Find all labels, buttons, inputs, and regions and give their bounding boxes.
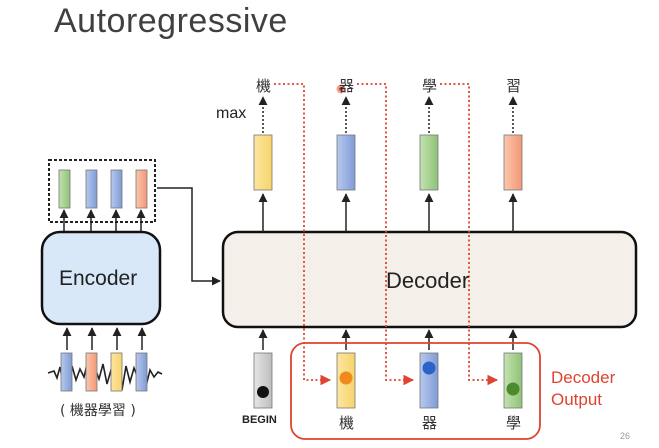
begin-label: BEGIN xyxy=(242,414,277,426)
output-distribution-2 xyxy=(336,134,356,191)
input-token-3 xyxy=(503,352,523,409)
encoder-input-vector-1 xyxy=(60,352,73,392)
bottom-input-char-2: 器 xyxy=(422,414,438,432)
top-output-char-3: 學 xyxy=(422,77,438,95)
encoder-block xyxy=(40,230,162,326)
max-label: max xyxy=(216,105,247,122)
output-distribution-4 xyxy=(503,134,523,191)
encoder-output-vector-2 xyxy=(85,169,98,209)
begin-token xyxy=(253,352,273,409)
encoder-input-vector-2 xyxy=(85,352,98,392)
top-output-char-2: 器 xyxy=(339,77,355,95)
page-number: 26 xyxy=(620,431,631,441)
feedback-arrow-1 xyxy=(274,83,332,386)
encoder-input-text: ( 機器學習 ) xyxy=(60,403,136,419)
bottom-input-char-3: 學 xyxy=(506,414,522,432)
decoder-output-highlight xyxy=(290,342,541,440)
decoder-output-annotation: Decoder Output xyxy=(551,368,616,409)
feedback-arrow-3 xyxy=(440,83,499,386)
output-distribution-3 xyxy=(419,134,439,191)
top-output-char-1: 機 xyxy=(256,77,272,95)
decoder-label: Decoder xyxy=(386,268,470,293)
encoder-input-vector-3 xyxy=(110,352,123,392)
output-distribution-1 xyxy=(253,134,273,191)
feedback-arrow-2 xyxy=(357,83,415,386)
encoder-output-vector-4 xyxy=(135,169,148,209)
encoder-output-group xyxy=(48,159,156,223)
encoder-to-decoder-arrow xyxy=(157,187,221,286)
encoder-output-vector-1 xyxy=(58,169,71,209)
slide-title: Autoregressive xyxy=(54,2,288,40)
input-token-2 xyxy=(419,352,439,409)
encoder-output-vector-3 xyxy=(110,169,123,209)
encoder-label: Encoder xyxy=(59,267,138,290)
top-output-char-4: 習 xyxy=(506,77,522,95)
bottom-input-char-1: 機 xyxy=(339,414,355,432)
encoder-input-vector-4 xyxy=(135,352,148,392)
